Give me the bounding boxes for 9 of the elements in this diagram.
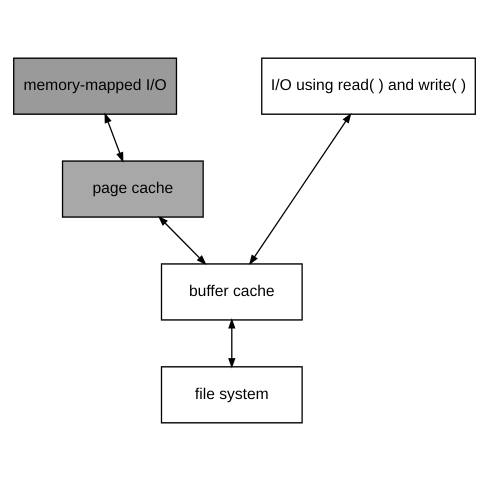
node-box: file system	[160, 366, 303, 424]
node-box: I/O using read( ) and write( )	[261, 58, 476, 115]
arrow	[248, 112, 352, 266]
node-box: buffer cache	[160, 263, 303, 321]
arrow	[158, 216, 207, 266]
node-box: page cache	[62, 160, 204, 218]
node-box: memory-mapped I/O	[13, 58, 178, 115]
arrow	[228, 318, 236, 369]
arrow	[104, 112, 124, 163]
